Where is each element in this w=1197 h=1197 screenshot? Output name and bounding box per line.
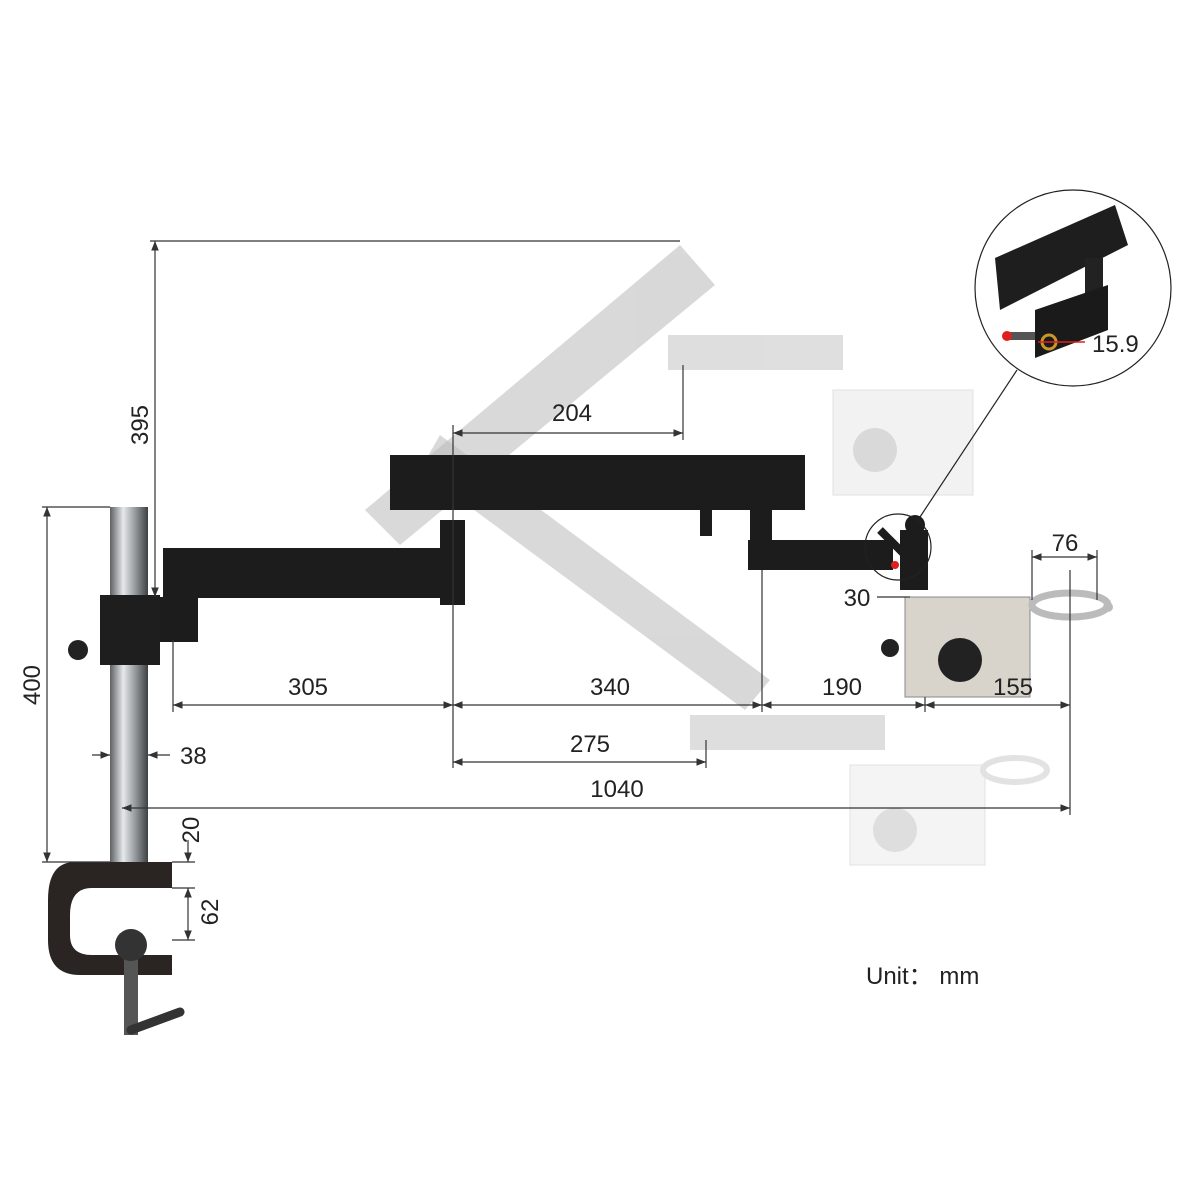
collar-knob xyxy=(68,640,88,660)
dimension-lines xyxy=(42,240,1098,941)
dim-76: 76 xyxy=(1052,530,1079,557)
dim-post-diameter: 15.9 xyxy=(1092,331,1139,358)
articulating-arm xyxy=(160,455,928,642)
dim-30: 30 xyxy=(844,585,871,612)
focus-rack-holder xyxy=(881,589,1113,698)
dim-20: 20 xyxy=(178,817,205,844)
dim-305: 305 xyxy=(288,674,328,701)
unit-label: Unit： mm xyxy=(866,963,979,990)
pole xyxy=(110,507,148,862)
dim-190: 190 xyxy=(822,674,862,701)
dim-204: 204 xyxy=(552,400,592,427)
red-lock-indicator xyxy=(891,561,899,569)
dim-155: 155 xyxy=(993,674,1033,701)
dim-395: 395 xyxy=(127,405,154,445)
dim-400: 400 xyxy=(19,665,46,705)
dim-62: 62 xyxy=(197,899,224,926)
dim-38: 38 xyxy=(180,743,207,770)
dim-340: 340 xyxy=(590,674,630,701)
c-clamp xyxy=(48,862,172,975)
clamp-screw xyxy=(124,940,138,1035)
dim-275: 275 xyxy=(570,731,610,758)
pole-collar xyxy=(100,595,160,665)
detail-inset xyxy=(864,189,1172,581)
dim-1040: 1040 xyxy=(590,776,643,803)
